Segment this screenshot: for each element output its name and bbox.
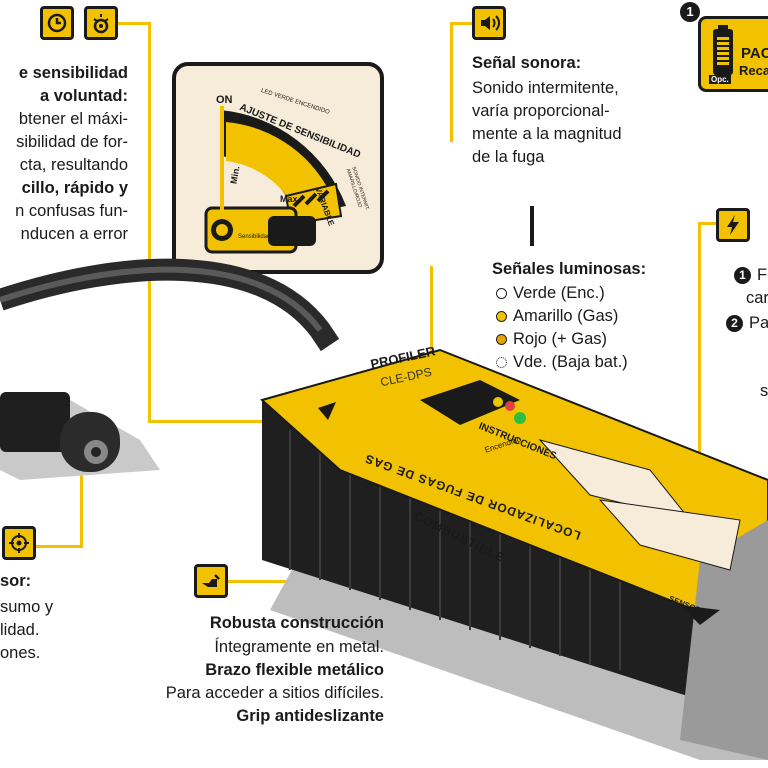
dial-illustration <box>204 106 346 254</box>
connector-line <box>430 266 433 416</box>
light-item: Amarillo (Gas) <box>496 305 618 328</box>
sensitivity-title: a voluntad: <box>39 87 128 105</box>
construction-line: Íntegramente en metal. <box>214 638 384 656</box>
battery-opc-label: Opc. <box>709 75 731 84</box>
lights-title: Señales luminosas: <box>492 260 647 278</box>
light-dot-icon <box>496 357 507 368</box>
sensitivity-body: cta, resultando <box>19 156 128 174</box>
connector-line <box>80 470 83 548</box>
sound-title: Señal sonora: <box>472 54 582 72</box>
pack-recharge-label: Recarga <box>739 63 768 78</box>
dial-max-label: Max. <box>280 194 301 204</box>
dial-on-label: ON <box>216 94 233 106</box>
gas-detector-illustration <box>0 258 768 760</box>
connector-line <box>700 222 720 225</box>
power-item-3: s <box>760 382 768 400</box>
light-item: Verde (Enc.) <box>496 282 605 305</box>
speaker-icon <box>472 6 506 40</box>
sensitivity-body: btener el máxi- <box>18 110 128 128</box>
light-item: Rojo (+ Gas) <box>496 328 607 351</box>
sensor-line: lidad. <box>0 621 40 639</box>
connector-line <box>450 22 472 25</box>
light-dot-icon <box>496 334 507 345</box>
construction-title: Grip antideslizante <box>236 707 384 725</box>
pack-label: PACK <box>741 45 768 62</box>
sensor-line: sumo y <box>0 598 54 616</box>
sensor-title: sor: <box>0 572 32 590</box>
sound-line: varía proporcional- <box>472 102 610 120</box>
light-item: Vde. (Baja bat.) <box>496 351 628 374</box>
pack-number-badge: 1 <box>680 2 700 22</box>
pack-recharge-badge: Opc. PACK Recarga <box>698 16 768 92</box>
sound-line: Sonido intermitente, <box>472 79 619 97</box>
power-item-1-sub: car <box>746 289 768 307</box>
construction-line: Para acceder a sitios difíciles. <box>165 684 384 702</box>
sensitivity-dial-panel: ON AJUSTE DE SENSIBILIDAD LED VERDE ENCE… <box>172 62 384 274</box>
light-dot-icon <box>496 288 507 299</box>
connector-line <box>148 22 151 422</box>
light-dot-icon <box>496 311 507 322</box>
dial-knob-label: Sensibilidad <box>238 234 271 240</box>
sound-line: de la fuga <box>472 148 545 166</box>
knob-icon <box>84 6 118 40</box>
sensitivity-bold-line: cillo, rápido y <box>21 179 128 197</box>
connector-line <box>450 22 453 142</box>
hand-grip-icon <box>194 564 228 598</box>
connector-line <box>698 222 701 472</box>
connector-line <box>30 545 82 548</box>
connector-line <box>110 22 150 25</box>
sensor-target-icon <box>2 526 36 560</box>
sensitivity-title: e sensibilidad <box>18 64 128 82</box>
sensitivity-body: sibilidad de for- <box>16 133 128 151</box>
sound-line: mente a la magnitud <box>472 125 622 143</box>
sensor-line: ones. <box>0 644 41 662</box>
connector-line <box>148 420 268 423</box>
battery-icon <box>713 25 733 75</box>
construction-title: Robusta construcción <box>209 614 384 632</box>
sensitivity-body: n confusas fun- <box>15 202 128 220</box>
lights-bar-icon <box>530 206 534 246</box>
construction-title: Brazo flexible metálico <box>205 661 384 679</box>
sensitivity-body: nducen a error <box>20 225 128 243</box>
lightning-icon <box>716 208 750 242</box>
clock-icon <box>40 6 74 40</box>
